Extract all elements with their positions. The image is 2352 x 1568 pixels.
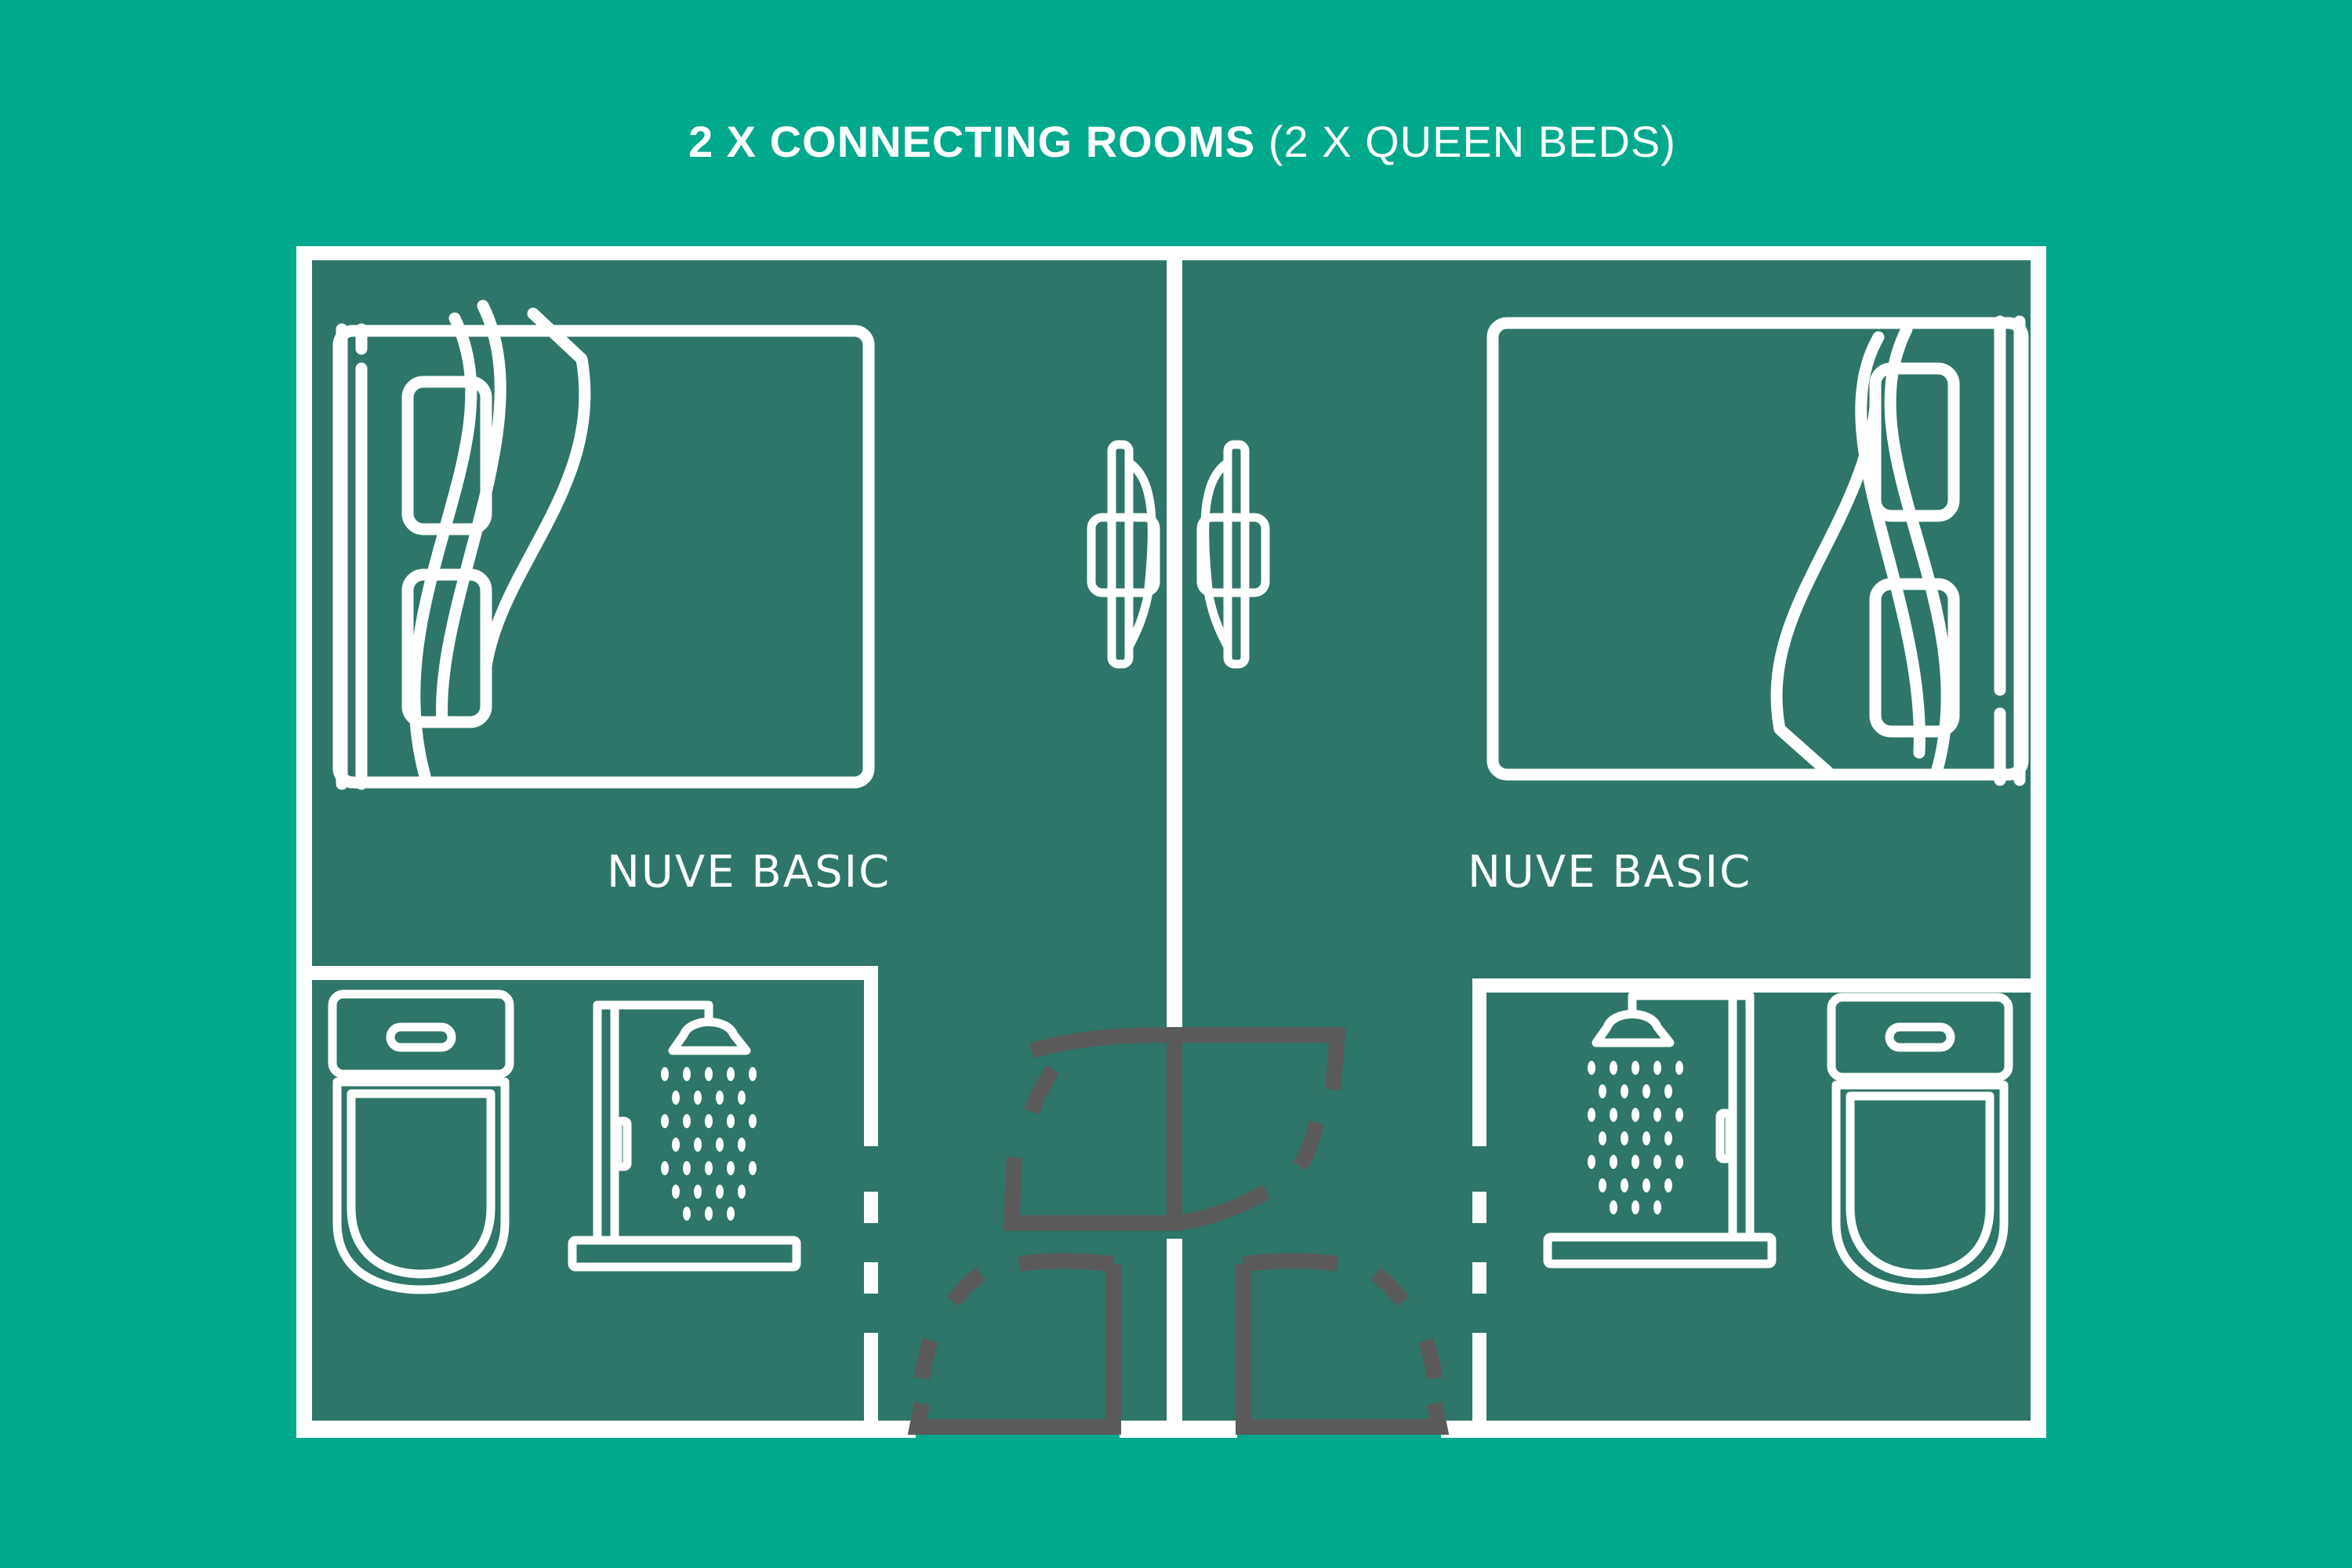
wardrobe-right-icon	[1196, 440, 1270, 669]
entry-door-right-icon	[1236, 1253, 1450, 1435]
shower-icon	[1543, 991, 1777, 1269]
queen-bed-icon	[332, 299, 875, 790]
entry-door-left-icon	[907, 1253, 1121, 1435]
title-main: 2 X CONNECTING ROOMS	[688, 117, 1256, 166]
wardrobe-left-icon	[1087, 440, 1160, 669]
toilet-icon	[328, 989, 514, 1294]
room-label-left: NUVE BASIC	[607, 847, 891, 898]
door-swings	[907, 1027, 1450, 1435]
connecting-door-icon	[1003, 1027, 1346, 1231]
queen-bed-icon	[1486, 315, 2029, 786]
walls	[296, 246, 2046, 1438]
page-title: 2 X CONNECTING ROOMS (2 X QUEEN BEDS)	[0, 116, 2352, 167]
toilet-icon	[1827, 993, 2013, 1294]
shower-icon	[568, 1000, 801, 1272]
title-sub: (2 X QUEEN BEDS)	[1268, 117, 1676, 166]
room-label-right: NUVE BASIC	[1468, 847, 1752, 898]
